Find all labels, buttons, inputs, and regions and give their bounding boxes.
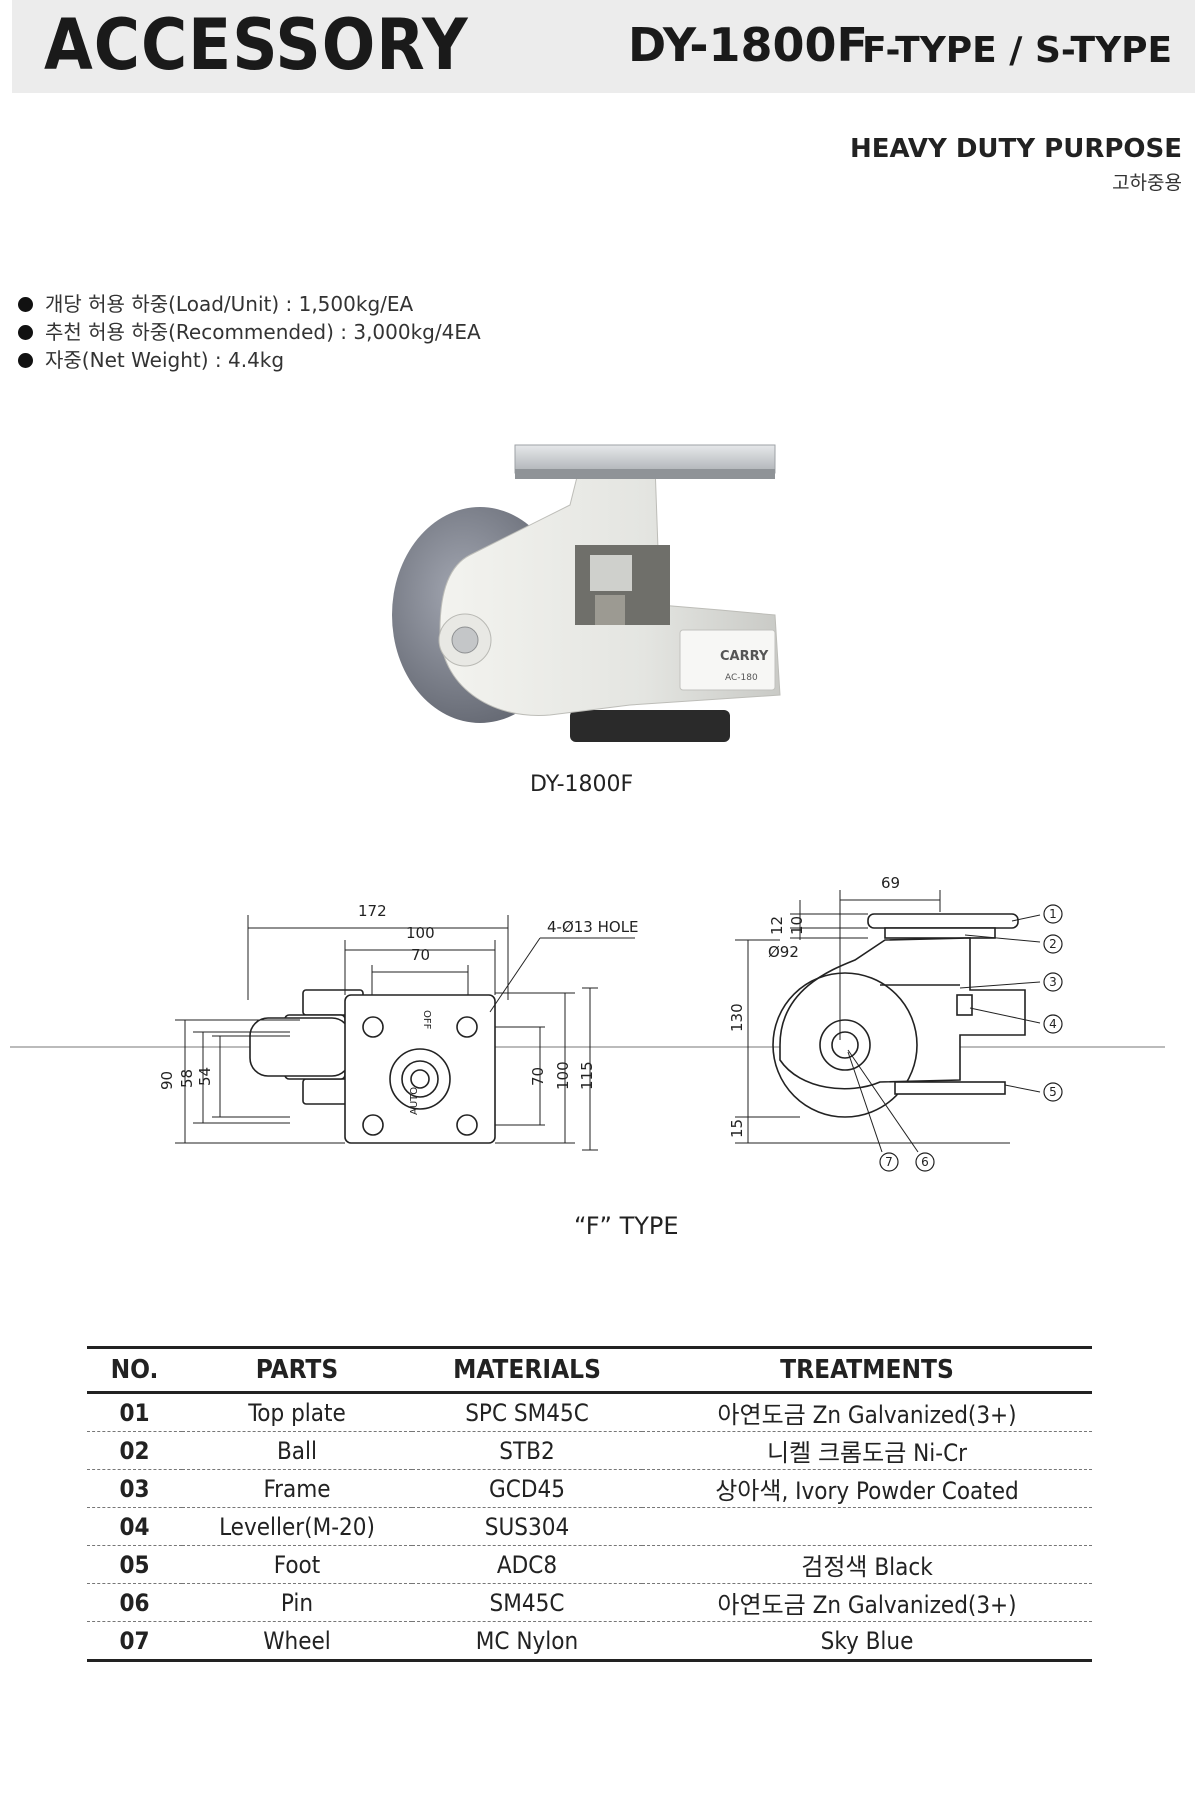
purpose-en: HEAVY DUTY PURPOSE: [849, 134, 1182, 164]
purpose-ko: 고하중용: [1112, 172, 1182, 194]
stamp-auto: AUTO: [409, 1087, 420, 1115]
dim-v54: 54: [196, 1067, 214, 1086]
callout-4: 4: [1049, 1017, 1057, 1031]
dim-hole: 4-Ø13 HOLE: [547, 918, 639, 936]
callout-7: 7: [885, 1155, 893, 1169]
dim-69: 69: [881, 874, 900, 892]
dim-12: 12: [768, 916, 786, 935]
dim-dia92: Ø92: [768, 943, 799, 961]
page-title: ACCESSORY: [44, 4, 469, 86]
callouts: [879, 904, 1063, 1172]
dim-15: 15: [728, 1119, 746, 1138]
photo-caption: DY-1800F: [530, 772, 634, 797]
dim-v90: 90: [158, 1071, 176, 1090]
product-photo: CARRY AC-180: [392, 444, 781, 742]
table-header-row: NO. PARTS MATERIALS TREATMENTS: [87, 1346, 1092, 1394]
dim-10: 10: [788, 916, 806, 935]
model-number: DY-1800F: [628, 18, 868, 72]
spec-item: 자중(Net Weight) : 4.4kg: [18, 346, 481, 374]
stamp-off: OFF: [421, 1010, 432, 1030]
bullet-icon: [18, 296, 33, 312]
dim-v115: 115: [578, 1061, 596, 1090]
photo-label-brand: CARRY: [720, 649, 769, 664]
callout-3: 3: [1049, 975, 1057, 989]
spec-item: 개당 허용 하중(Load/Unit) : 1,500kg/EA: [18, 290, 481, 318]
spec-item: 추천 허용 하중(Recommended) : 3,000kg/4EA: [18, 318, 481, 346]
photo-label-code: AC-180: [725, 673, 758, 683]
drawing-caption: “F” TYPE: [574, 1212, 679, 1240]
col-no: NO.: [87, 1346, 182, 1394]
col-treatments: TREATMENTS: [642, 1346, 1092, 1394]
purpose-block: HEAVY DUTY PURPOSE 고하중용: [850, 134, 1182, 195]
spec-list: 개당 허용 하중(Load/Unit) : 1,500kg/EA 추천 허용 하…: [18, 290, 481, 374]
col-parts: PARTS: [182, 1346, 412, 1394]
callout-1: 1: [1049, 907, 1057, 921]
callout-6: 6: [921, 1155, 929, 1169]
model-type: F-TYPE / S-TYPE: [862, 30, 1173, 71]
dim-v100: 100: [554, 1061, 572, 1090]
dim-100: 100: [406, 924, 435, 942]
dim-v58: 58: [178, 1069, 196, 1088]
callout-5: 5: [1049, 1085, 1057, 1099]
col-materials: MATERIALS: [412, 1346, 642, 1394]
bullet-icon: [18, 352, 33, 368]
bullet-icon: [18, 324, 33, 340]
dim-70: 70: [411, 946, 430, 964]
dim-130: 130: [728, 1003, 746, 1032]
dim-172: 172: [358, 902, 387, 920]
header-band: ACCESSORY DY-1800F F-TYPE / S-TYPE: [12, 0, 1195, 93]
callout-2: 2: [1049, 937, 1057, 951]
dim-v70: 70: [529, 1067, 547, 1086]
front-view: [249, 989, 496, 1144]
technical-drawing: 172 100 70 4-Ø13 HOLE OFF AUTO 90 58 54 …: [10, 874, 1165, 1172]
side-view: [772, 913, 1026, 1118]
